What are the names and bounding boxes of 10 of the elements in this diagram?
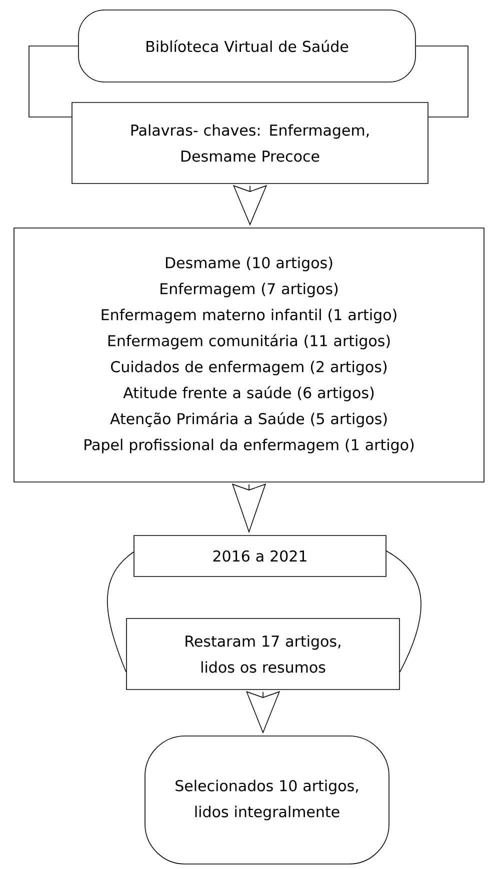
process-box: 2016 a 2021 — [134, 535, 386, 577]
process-box: Restaram 17 artigos, lidos os resumos — [126, 618, 400, 690]
curved-connector — [386, 550, 422, 672]
list-box: Desmame (10 artigos) Enfermagem (7 artigos) Enfermagem materno infantil (1 artigo) Enfermagem comunitária (11 artigos) Cuidados de enfermagem (2 artigos) Atitude frente a saúde (6 artigos) Atenção Primária a Saúde (5 artigos) Papel profissional da enfermagem (1 artigo) — [14, 228, 484, 482]
process-box: Palavras- chaves: Enfermagem, Desmame Precoce — [72, 102, 428, 184]
terminal-box: Selecionados 10 artigos, lidos integralmente — [144, 736, 390, 864]
connector-line — [416, 46, 468, 118]
connector-line — [28, 46, 78, 118]
terminal-box: Biblíoteca Virtual de Saúde — [78, 10, 416, 82]
curved-connector — [107, 552, 134, 672]
